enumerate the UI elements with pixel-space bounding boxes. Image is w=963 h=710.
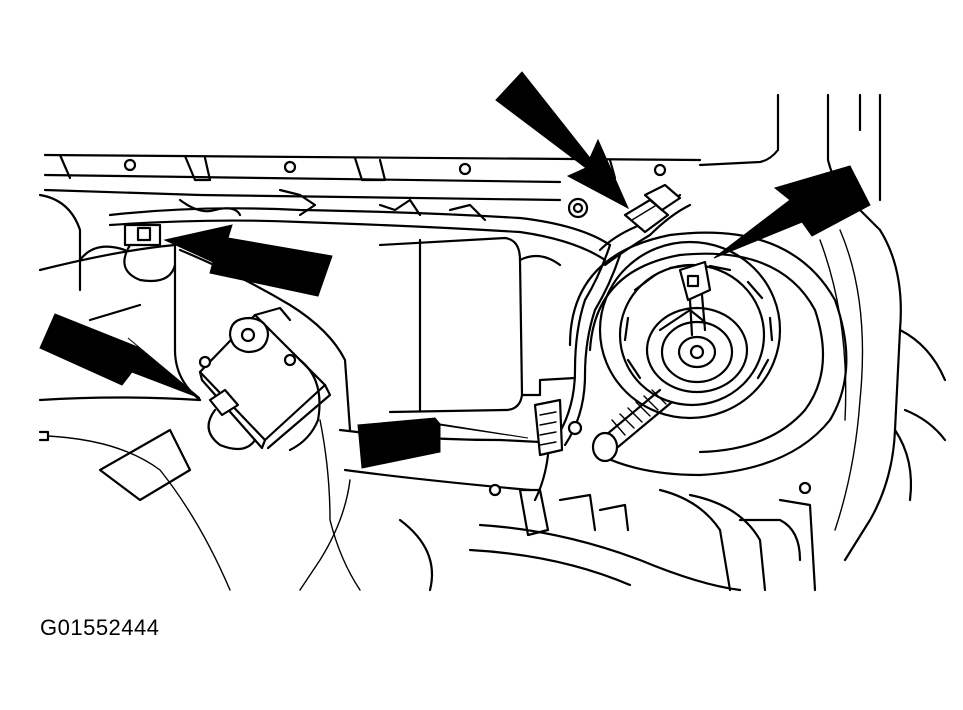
arrow-actuator <box>39 313 201 399</box>
resistor-connector <box>533 398 583 502</box>
top-connector <box>623 183 682 234</box>
lower-pipes <box>98 419 817 592</box>
figure-id-label: G01552444 <box>40 615 160 640</box>
blower-motor-connector <box>678 260 712 337</box>
arrow-resistor <box>357 417 529 469</box>
arrow-blower-motor <box>713 165 871 259</box>
cowl-bracket <box>38 153 702 292</box>
blower-housing <box>568 231 848 477</box>
wiring-harness <box>108 188 692 447</box>
arrow-top <box>495 71 630 210</box>
arrow-left-upper <box>163 224 333 297</box>
mode-door-actuator <box>198 306 332 452</box>
callout-arrows <box>39 71 871 469</box>
actuator-connector <box>207 388 257 451</box>
motor-hose <box>591 388 674 463</box>
left-upper-connector <box>78 223 177 283</box>
body-panel-right <box>698 93 947 562</box>
